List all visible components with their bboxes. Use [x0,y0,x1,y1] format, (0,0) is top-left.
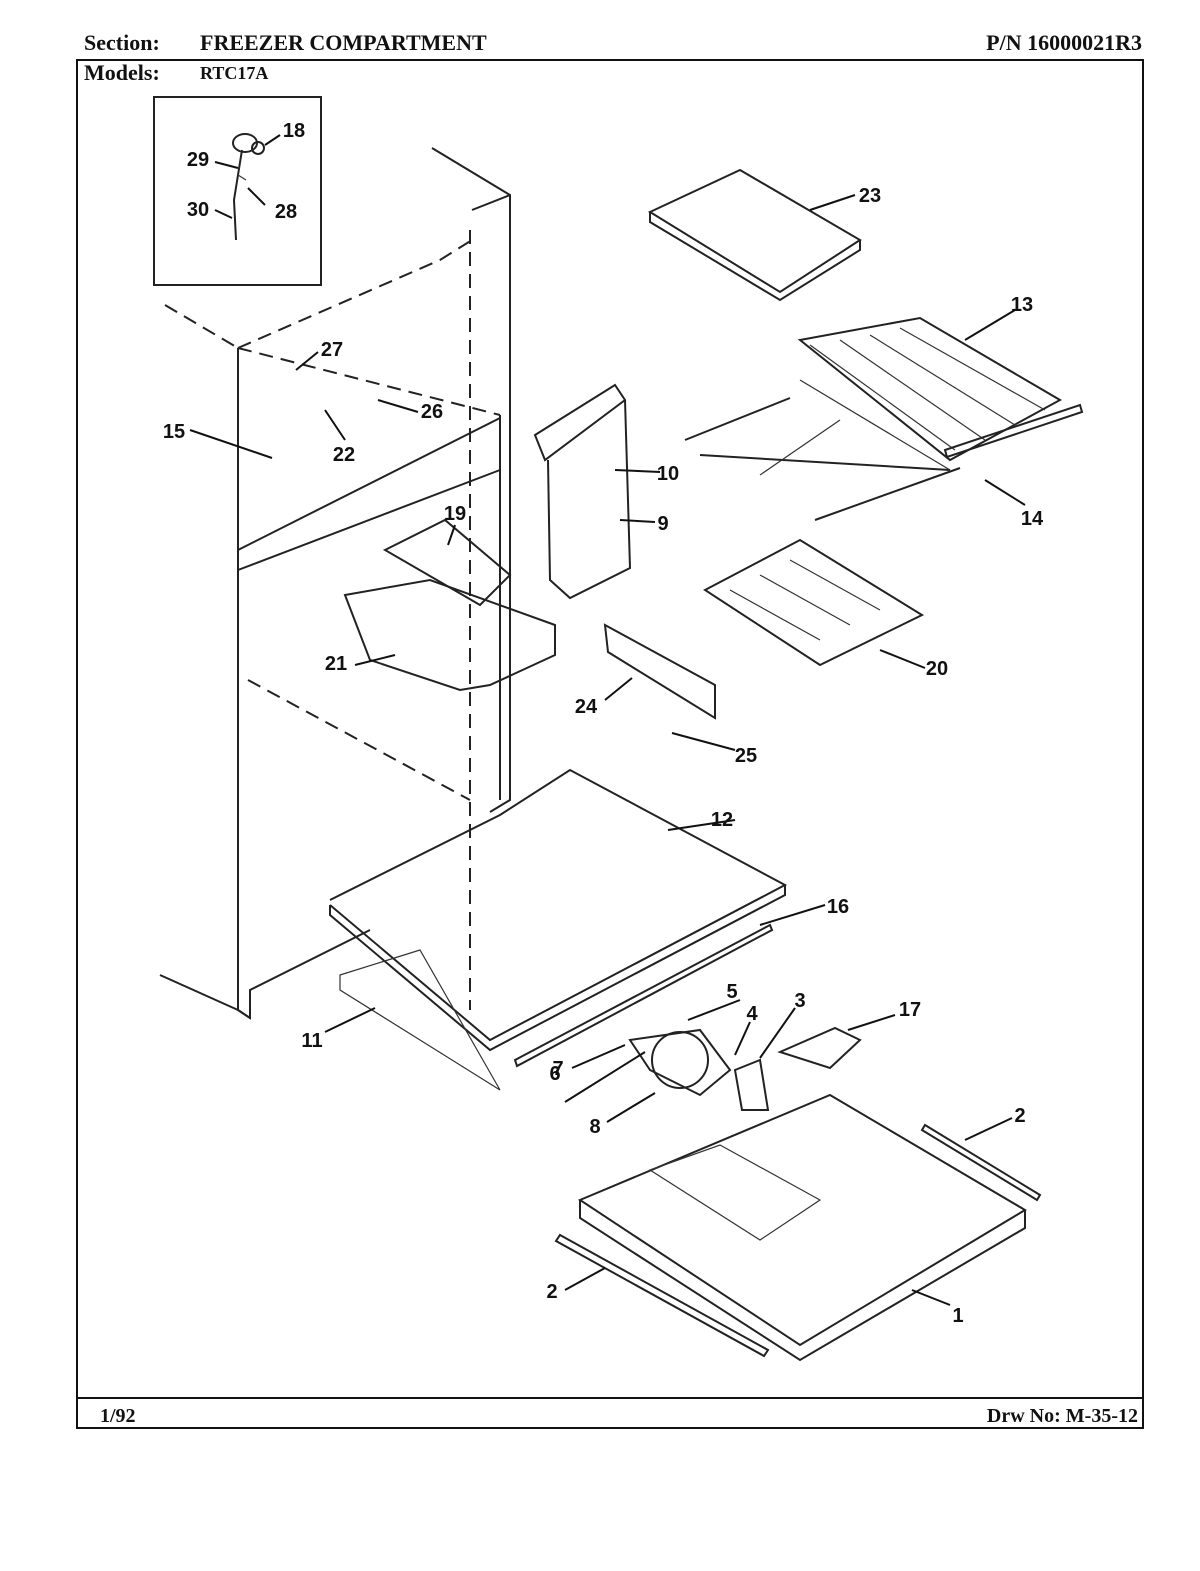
fan-motor-assembly [628,1028,770,1111]
diagram-frame [76,59,1144,1429]
callout-29: 29 [187,149,209,171]
callout-3: 3 [794,990,805,1012]
part-16-rail [513,923,774,1068]
footer-date: 1/92 [100,1405,136,1427]
callout-15: 15 [163,421,185,443]
part-number: P/N 16000021R3 [986,30,1142,55]
part-21-ice-bin [343,578,556,692]
inset-box [153,96,322,286]
callout-6: 6 [549,1063,560,1085]
callout-11: 11 [301,1030,322,1052]
callout-17: 17 [899,999,921,1021]
models-value: RTC17A [200,63,269,83]
footer-drawing-number: Drw No: M-35-12 [986,1405,1138,1427]
callout-19: 19 [444,503,466,525]
part-14-rail [943,403,1084,459]
callout-14: 14 [1021,508,1044,530]
part-17-cover [777,1026,862,1070]
callout-2: 2 [546,1281,557,1303]
callout-27: 27 [321,339,343,361]
callout-26: 26 [421,401,443,423]
callout-30: 30 [187,199,209,221]
part-13-wire-shelf [684,316,1063,521]
callout-1: 1 [952,1305,963,1327]
callout-28: 28 [275,201,297,223]
part-12-freezer-floor [329,768,788,1052]
part-23-shelf [647,168,862,302]
section-value: FREEZER COMPARTMENT [200,30,487,55]
callout-21: 21 [325,653,347,675]
callout-5: 5 [726,981,737,1003]
leader-lines [189,134,1026,1306]
part-2-rail-left [554,1233,770,1358]
callout-25: 25 [735,745,757,767]
part-11-liner [339,949,501,1091]
callout-18: 18 [283,120,305,142]
callout-16: 16 [827,896,849,918]
callout-layer: 1223456789101112131415161718192021222324… [163,120,1044,1327]
callout-4: 4 [746,1003,758,1025]
callout-20: 20 [926,658,948,680]
part-20-basket [703,538,925,667]
water-line-detail [232,133,265,241]
part-24-plate [603,623,716,720]
callout-24: 24 [575,696,598,718]
callout-22: 22 [333,444,355,466]
callout-23: 23 [859,185,881,207]
callout-7: 7 [552,1058,563,1080]
part-2-rail-right [920,1123,1042,1202]
freezer-cabinet [159,147,511,1020]
section-label: Section: [84,30,160,55]
callout-2: 2 [1014,1105,1025,1127]
callout-13: 13 [1011,294,1033,316]
callout-8: 8 [589,1116,600,1138]
part-9-air-duct [533,383,632,600]
part-19-ice-tray [382,518,512,607]
part-1-base [577,1093,1027,1362]
callout-12: 12 [711,809,733,831]
callout-10: 10 [657,463,679,485]
footer-divider [76,1397,1144,1399]
models-label: Models: [84,60,160,85]
callout-9: 9 [657,513,668,535]
